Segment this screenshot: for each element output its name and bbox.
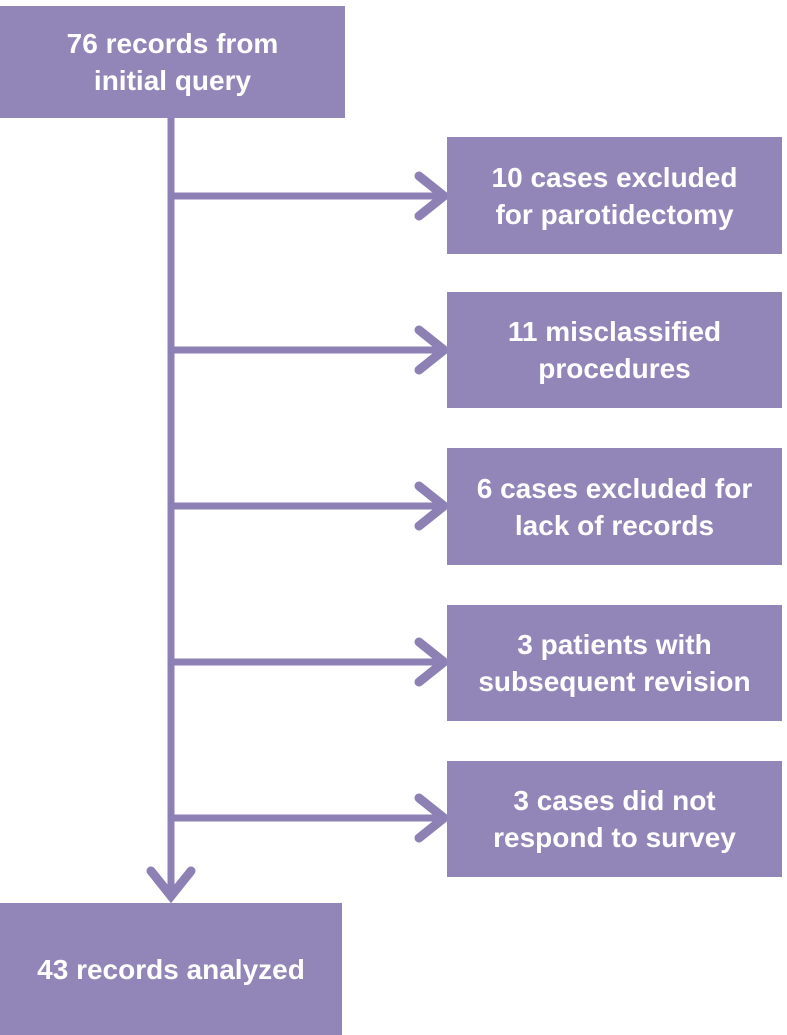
exclusion-label-line2: respond to survey [493,822,736,853]
exclusion-node-no-survey-response: 3 cases did not respond to survey [447,761,782,877]
exclusion-label-line2: procedures [538,353,691,384]
end-node: 43 records analyzed [0,903,342,1035]
right-arrowhead-icon [414,793,452,843]
exclusion-label-line1: 10 cases excluded [491,161,738,193]
start-node-label-line2: initial query [93,65,252,96]
exclusion-label-line2: for parotidectomy [495,198,734,230]
exclusion-label-line1: 3 cases did not [513,785,716,816]
exclusion-node-misclassified: 11 misclassified procedures [447,292,782,408]
exclusion-label-line1: 11 misclassified [507,316,722,347]
start-node: 76 records from initial query [0,6,345,118]
right-arrowhead-icon [414,325,452,375]
start-node-label-line1: 76 records from [66,28,279,59]
down-arrowhead-icon [146,866,196,904]
exclusion-label-line1: 6 cases excluded for [476,472,753,504]
exclusion-node-subsequent-revision: 3 patients with subsequent revision [447,605,782,721]
exclusion-label-line2: subsequent revision [478,666,751,697]
exclusion-label-line2: lack of records [514,509,715,541]
right-arrowhead-icon [414,171,452,221]
exclusion-node-lack-of-records: 6 cases excluded for lack of records [447,448,782,565]
right-arrowhead-icon [414,481,452,531]
end-node-label: 43 records analyzed [37,953,305,985]
exclusion-label-line1: 3 patients with [517,629,712,660]
exclusion-node-parotidectomy: 10 cases excluded for parotidectomy [447,137,782,254]
right-arrowhead-icon [414,637,452,687]
